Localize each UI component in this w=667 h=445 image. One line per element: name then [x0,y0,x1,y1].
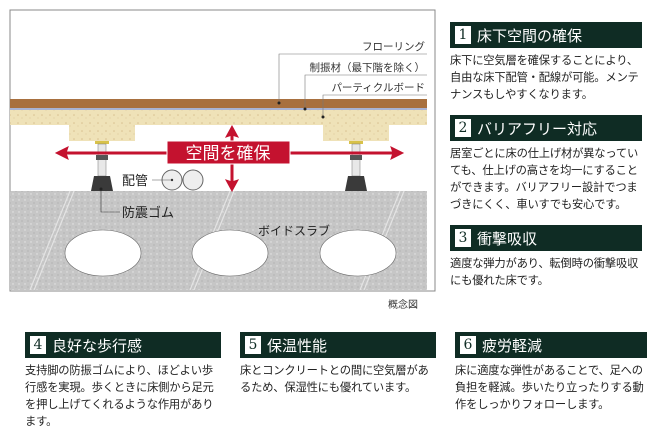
feature-3: 3 衝撃吸収 適度な弾力があり、転倒時の衝撃吸収にも優れた床です。 [450,225,642,289]
feature-1: 1 床下空間の確保 床下に空気層を確保することにより、自由な床下配管・配線が可能。… [450,22,642,103]
slab-label: ボイドスラブ [258,223,330,238]
feature-column: 1 床下空間の確保 床下に空気層を確保することにより、自由な床下配管・配線が可能。… [450,22,642,289]
flooring-label: フローリング [362,40,425,53]
feature-text: 居室ごとに床の仕上げ材が異なっていても、仕上げの高さを均一にすることができます。… [450,147,639,211]
feature-title: バリアフリー対応 [477,119,598,138]
slab-void [64,229,142,277]
rubber-label: 防震ゴム [122,205,174,221]
feature-4: 4 良好な歩行感 支持脚の防振ゴムにより、ほどよい歩行感を実現。歩くときに床側から… [25,332,221,430]
slab-void [191,229,269,277]
feature-number: 2 [455,119,471,137]
slab-void [319,229,397,277]
feature-2: 2 バリアフリー対応 居室ごとに床の仕上げ材が異なっていても、仕上げの高さを均一に… [450,115,642,213]
feature-text: 床下に空気層を確保することにより、自由な床下配管・配線が可能。メンテナンスもしや… [450,54,639,101]
feature-5: 5 保温性能 床とコンクリートとの間に空気層があるため、保湿性にも優れています。 [240,332,436,396]
pipe-icon [182,169,204,191]
feature-number: 6 [460,336,476,354]
pipe-label: 配管 [122,174,148,189]
flooring-layer [10,99,427,108]
feature-title: 床下空間の確保 [477,26,583,45]
feature-text: 床に適度な弾性があることで、足への負担を軽減。歩いたり立ったりする動作をしっかり… [455,364,644,411]
support-leg [345,141,367,191]
floor-diagram: 空間を確保 配管 防震ゴム ボイドスラブ フローリング 制振材（最下階を除く） … [9,9,436,292]
space-label: 空間を確保 [186,144,271,164]
feature-number: 4 [30,336,46,354]
feature-text: 床とコンクリートとの間に空気層があるため、保湿性にも優れています。 [240,364,429,394]
feature-number: 3 [455,229,471,247]
board-pad [323,125,389,141]
feature-text: 支持脚の防振ゴムにより、ほどよい歩行感を実現。歩くときに床側から足元を押し上げて… [25,364,214,428]
damping-layer [10,108,427,110]
support-leg [91,141,113,191]
feature-title: 良好な歩行感 [52,336,143,355]
feature-text: 適度な弾力があり、転倒時の衝撃吸収にも優れた床です。 [450,257,639,287]
particle-board-layer [10,110,427,125]
feature-number: 1 [455,26,471,44]
board-pad [69,125,135,141]
damping-label: 制振材（最下階を除く） [310,61,426,74]
feature-title: 保温性能 [267,336,328,355]
feature-row: 4 良好な歩行感 支持脚の防振ゴムにより、ほどよい歩行感を実現。歩くときに床側から… [25,332,647,430]
leader-lines [278,53,427,117]
feature-title: 疲労軽減 [482,336,543,355]
particle-board-label: パーティクルボード [331,82,425,94]
space-label-box [166,140,291,165]
feature-6: 6 疲労軽減 床に適度な弾性があることで、足への負担を軽減。歩いたり立ったりする動… [455,332,647,413]
feature-title: 衝撃吸収 [477,229,538,248]
diagram-caption: 概念図 [388,300,418,311]
feature-number: 5 [245,336,261,354]
